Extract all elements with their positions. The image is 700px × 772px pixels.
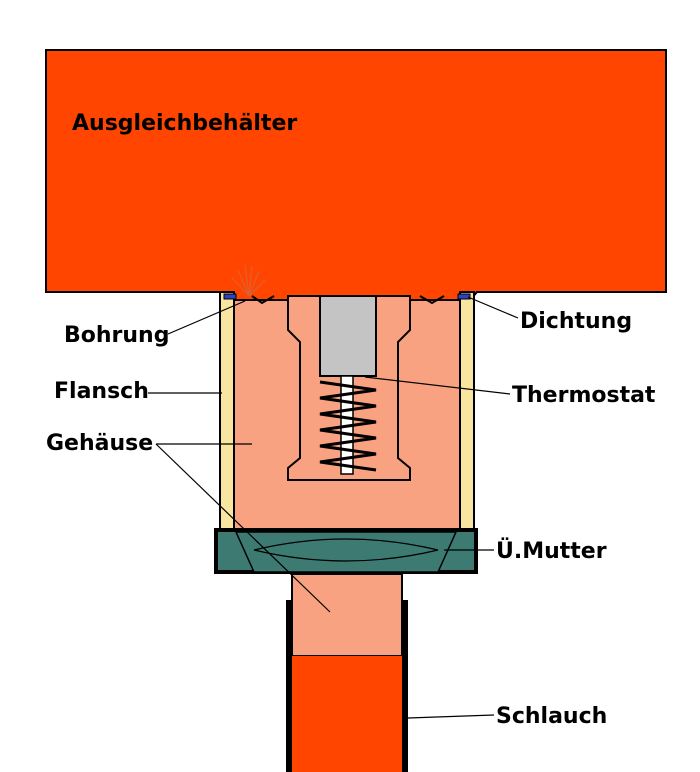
union-nut-cone bbox=[234, 531, 458, 573]
housing-label: Gehäuse bbox=[46, 431, 153, 456]
expansion-tank bbox=[45, 49, 667, 307]
leader-lines bbox=[148, 296, 519, 719]
bore-label: Bohrung bbox=[64, 323, 169, 348]
hose-wall-right bbox=[402, 600, 408, 772]
hose-label: Schlauch bbox=[496, 704, 607, 729]
flange-label: Flansch bbox=[54, 379, 149, 404]
flange-left bbox=[219, 291, 235, 531]
bore-spray-icon bbox=[231, 264, 266, 297]
thermostat-label: Thermostat bbox=[512, 383, 656, 408]
seal-label: Dichtung bbox=[520, 309, 632, 334]
thermostat-spring bbox=[319, 380, 377, 472]
thermostat-element bbox=[319, 295, 377, 377]
hose bbox=[292, 656, 402, 772]
seal-gasket bbox=[223, 293, 471, 305]
tank-label: Ausgleichbehälter bbox=[72, 111, 297, 136]
nut-label: Ü.Mutter bbox=[496, 538, 607, 564]
flange-right bbox=[459, 291, 475, 531]
housing-spigot bbox=[291, 573, 403, 657]
hose-wall-left bbox=[286, 600, 292, 772]
